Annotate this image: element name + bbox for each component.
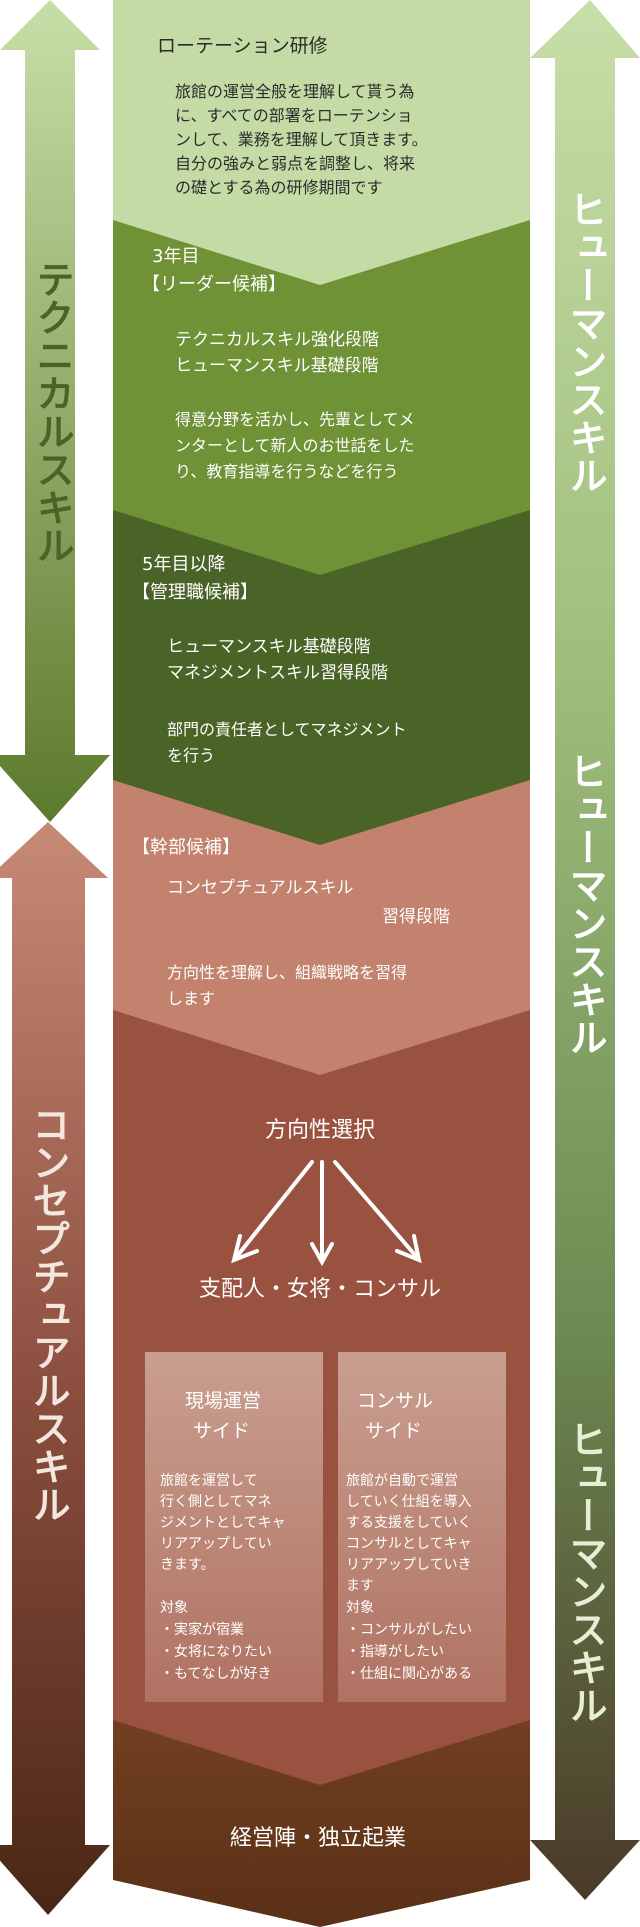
branch-arrows [231,1160,422,1267]
branch-arrow-left [236,1160,314,1257]
site-side-target-1: ・実家が宿業 [160,1621,244,1638]
year3-desc-1: 得意分野を活かし、先輩としてメ [175,410,415,429]
site-side-target-label: 対象 [160,1600,188,1616]
executive-desc-2: します [167,989,215,1008]
year5-desc-2: を行う [167,746,215,765]
final-stage-label: 経営陣・独立起業 [230,1826,406,1851]
conceptual-skill-label: コンセプチュアルスキル [26,1105,70,1523]
year5-phase-1: ヒューマンスキル基礎段階 [167,637,371,657]
year3-phase-2: ヒューマンスキル基礎段階 [175,356,379,376]
site-side-title-2: サイド [193,1420,250,1442]
consult-side-title-2: サイド [365,1420,422,1442]
site-side-target-3: ・もてなしが好き [160,1666,271,1682]
site-side-target-2: ・女将になりたい [160,1643,272,1660]
human-skill-arrow: ヒューマンスキル ヒューマンスキル ヒューマンスキル [530,0,640,1900]
stage-year3 [113,210,530,575]
consult-side-target-label: 対象 [346,1600,374,1616]
rotation-desc-1: 旅館の運営全般を理解して貰う為 [175,82,415,101]
human-skill-label-3: ヒューマンスキル [563,1420,607,1724]
site-side-title-1: 現場運営 [185,1390,261,1412]
year3-heading-1: 3年目 [152,246,199,267]
consult-side-target-3: ・仕組に関心がある [346,1666,472,1682]
technical-skill-arrow: テクニカルスキル [0,0,110,822]
consult-side-desc-4: コンサルとしてキャ [346,1536,472,1552]
human-skill-label-1: ヒューマンスキル [563,190,607,494]
consult-side-box: コンサル サイド 旅館が自動で運営 していく仕組を導入 する支援をしていく コン… [338,1352,506,1702]
stage-rotation [113,0,530,285]
year3-desc-2: ンターとして新人のお世話をした [175,436,415,455]
executive-phase-2: 習得段階 [382,907,450,927]
consult-side-target-1: ・コンサルがしたい [346,1622,472,1638]
rotation-title: ローテーション研修 [157,35,328,57]
year3-desc-3: り、教育指導を行うなどを行う [175,462,398,481]
site-side-desc-1: 旅館を運営して [160,1472,258,1489]
direction-options: 支配人・女将・コンサル [199,1277,441,1302]
site-side-desc-5: きます。 [160,1557,215,1573]
site-side-desc-2: 行く側としてマネ [160,1494,272,1510]
stage-year5 [113,495,530,845]
year3-heading-2: 【リーダー候補】 [142,274,286,295]
consult-side-target-2: ・指導がしたい [346,1644,444,1660]
branch-arrow-right [333,1160,417,1257]
consult-side-desc-3: する支援をしていく [346,1515,472,1531]
site-side-desc-3: ジメントとしてキャ [160,1515,286,1531]
human-skill-label-2: ヒューマンスキル [563,752,607,1056]
rotation-desc-3: ンして、業務を理解して頂きます。 [175,130,428,149]
year5-heading-1: 5年目以降 [142,554,225,575]
site-side-desc-4: リアアップしてい [160,1536,272,1552]
consult-side-title-1: コンサル [357,1390,433,1412]
direction-title: 方向性選択 [265,1118,375,1143]
year5-desc-1: 部門の責任者としてマネジメント [167,720,407,739]
conceptual-skill-arrow: コンセプチュアルスキル [0,822,110,1915]
year3-phase-1: テクニカルスキル強化段階 [175,330,379,350]
consult-side-desc-5: リアアップしていき [346,1557,472,1573]
consult-side-desc-6: ます [346,1578,374,1594]
consult-side-desc-1: 旅館が自動で運営 [346,1472,458,1489]
consult-side-desc-2: していく仕組を導入 [346,1494,472,1510]
rotation-desc-4: 自分の強みと弱点を調整し、将来 [175,154,415,173]
rotation-desc-5: の礎とする為の研修期間です [175,178,383,197]
executive-heading: 【幹部候補】 [132,837,240,858]
technical-skill-label: テクニカルスキル [30,260,74,564]
stage-executive [113,765,530,1075]
year5-phase-2: マネジメントスキル習得段階 [167,663,388,683]
rotation-desc-2: に、すべての部署をローテンショ [175,106,413,125]
site-side-box: 現場運営 サイド 旅館を運営して 行く側としてマネ ジメントとしてキャ リアアッ… [145,1352,323,1702]
year5-heading-2: 【管理職候補】 [132,582,258,603]
executive-phase-1: コンセプチュアルスキル [167,878,354,898]
executive-desc-1: 方向性を理解し、組織戦略を習得 [167,963,407,982]
